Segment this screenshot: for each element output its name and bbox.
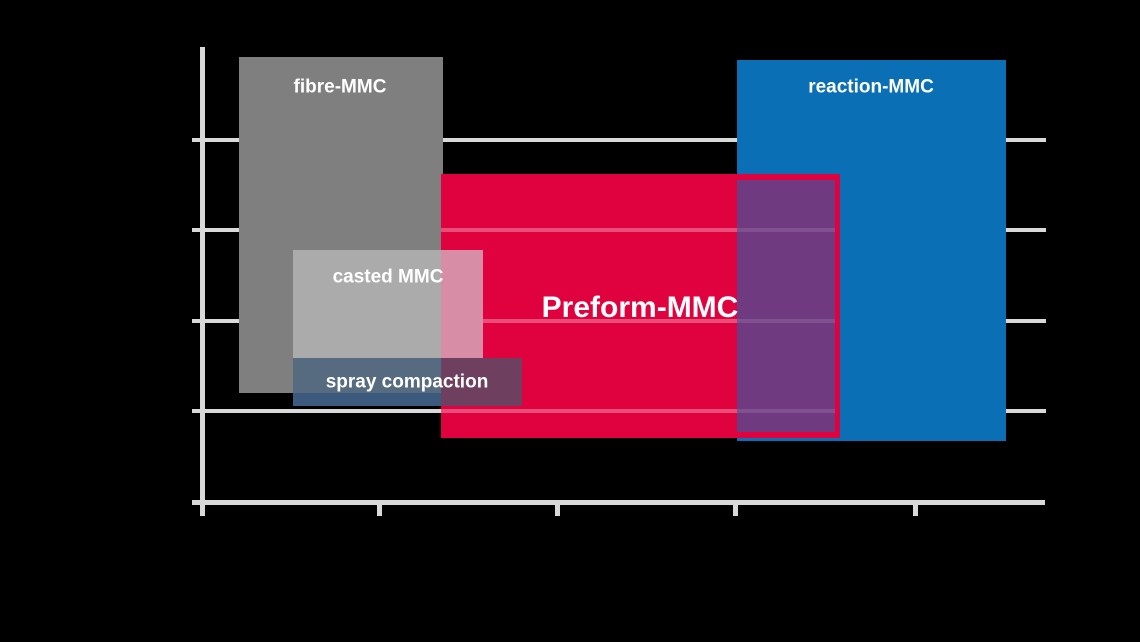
spray-compaction-label: spray compaction [325,371,489,393]
overlap-gridline-glow-2 [737,319,835,323]
x-tick-4 [733,505,738,516]
spray-box-over-fibre [293,358,441,393]
casted-preform-overlap [441,250,483,358]
x-tick-3 [555,505,560,516]
spray-box-over-background [293,393,441,406]
spray-box-over-preform [441,358,522,406]
overlap-gridline-glow-1 [737,228,835,232]
x-axis [192,500,1045,505]
x-tick-5 [913,505,918,516]
casted-mmc-label: casted MMC [332,266,444,288]
preform-reaction-overlap [737,174,840,438]
preform-mmc-label: Preform-MMC [541,291,739,324]
reaction-mmc-label: reaction-MMC [808,76,934,98]
preform-gridline-glow-2 [483,319,737,323]
overlap-gridline-glow-3 [737,409,835,413]
fibre-mmc-label: fibre-MMC [293,76,387,98]
x-tick-2 [377,505,382,516]
preform-gridline-glow-3 [441,409,737,413]
x-tick-1 [200,505,205,516]
gridline-1 [192,138,1046,142]
preform-gridline-glow-1 [441,228,737,232]
y-axis [200,47,205,505]
